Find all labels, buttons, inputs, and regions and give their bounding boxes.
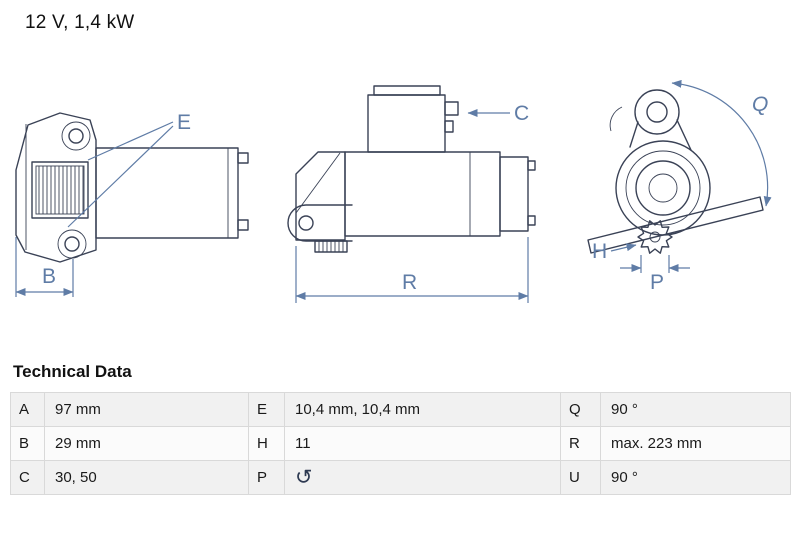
param-key-h: H: [248, 426, 285, 461]
label-C: C: [514, 102, 529, 125]
label-H: H: [592, 240, 607, 263]
table-row-1: A 97 mm E 10,4 mm, 10,4 mm Q 90 °: [10, 392, 791, 427]
param-key-a: A: [10, 392, 45, 427]
label-E: E: [177, 111, 191, 134]
rotation-counterclockwise-icon: ↺: [295, 466, 313, 489]
starter-motor-diagram: E B: [0, 45, 800, 345]
param-value-p: ↺: [284, 460, 561, 495]
param-value-b: 29 mm: [44, 426, 249, 461]
label-P: P: [650, 271, 664, 294]
param-key-c: C: [10, 460, 45, 495]
rear-view-dimensions: Q H P: [592, 79, 772, 294]
front-view-drawing: [15, 112, 249, 263]
voltage-power-spec: 12 V, 1,4 kW: [25, 12, 135, 33]
technical-drawing-svg: E B: [15, 79, 772, 303]
param-key-b: B: [10, 426, 45, 461]
label-Q: Q: [752, 93, 768, 116]
table-row-3: C 30, 50 P ↺ U 90 °: [10, 460, 791, 495]
label-R: R: [402, 271, 417, 294]
technical-data-table: A 97 mm E 10,4 mm, 10,4 mm Q 90 ° B 29 m…: [10, 392, 791, 495]
param-key-r: R: [560, 426, 601, 461]
label-B: B: [42, 265, 56, 288]
param-value-h: 11: [284, 426, 561, 461]
param-value-r: max. 223 mm: [600, 426, 791, 461]
param-value-c: 30, 50: [44, 460, 249, 495]
side-view-drawing: [287, 85, 536, 253]
param-key-p: P: [248, 460, 285, 495]
param-value-a: 97 mm: [44, 392, 249, 427]
rear-view-drawing: [587, 89, 764, 254]
side-view-dimensions: C R: [295, 102, 529, 303]
front-view-dimensions: E B: [15, 111, 191, 297]
param-value-q: 90 °: [600, 392, 791, 427]
table-row-2: B 29 mm H 11 R max. 223 mm: [10, 426, 791, 461]
param-key-e: E: [248, 392, 285, 427]
param-key-u: U: [560, 460, 601, 495]
param-key-q: Q: [560, 392, 601, 427]
technical-data-heading: Technical Data: [13, 362, 132, 381]
param-value-u: 90 °: [600, 460, 791, 495]
param-value-e: 10,4 mm, 10,4 mm: [284, 392, 561, 427]
